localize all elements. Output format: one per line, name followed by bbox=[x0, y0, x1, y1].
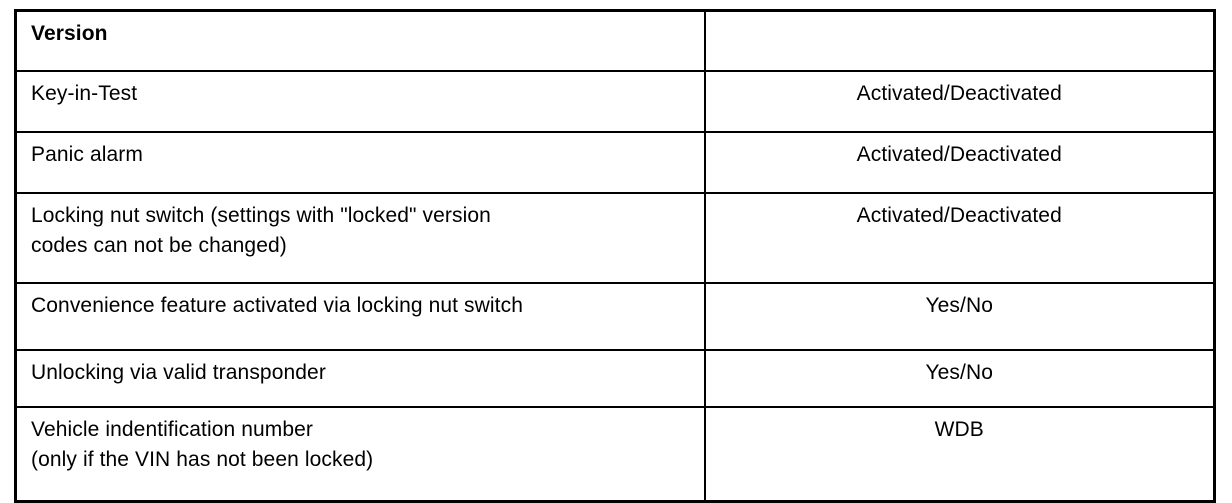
table-row: Locking nut switch (settings with "locke… bbox=[14, 192, 1216, 284]
value-cell bbox=[703, 9, 1216, 72]
feature-label: Convenience feature activated via lockin… bbox=[31, 294, 523, 317]
version-specification-table: Version Key-in-Test Activated/Deactivate… bbox=[14, 9, 1216, 503]
value-cell: Yes/No bbox=[703, 282, 1216, 351]
feature-cell: Unlocking via valid transponder bbox=[14, 349, 706, 408]
value-label: Yes/No bbox=[925, 294, 994, 317]
value-cell: WDB bbox=[703, 406, 1216, 503]
table-row: Vehicle indentification number (only if … bbox=[14, 406, 1216, 503]
table-row: Convenience feature activated via lockin… bbox=[14, 282, 1216, 351]
column-header-value bbox=[706, 12, 1214, 26]
feature-label: Panic alarm bbox=[31, 143, 143, 166]
feature-label: Unlocking via valid transponder bbox=[31, 361, 326, 384]
value-cell: Yes/No bbox=[703, 349, 1216, 408]
value-label: Activated/Deactivated bbox=[856, 143, 1062, 166]
value-cell: Activated/Deactivated bbox=[703, 70, 1216, 133]
feature-label: Key-in-Test bbox=[31, 82, 138, 105]
value-label: WDB bbox=[934, 418, 984, 441]
value-cell: Activated/Deactivated bbox=[703, 131, 1216, 194]
feature-label: Locking nut switch (settings with "locke… bbox=[31, 204, 491, 257]
feature-cell: Version bbox=[14, 9, 706, 72]
column-header-version: Version bbox=[31, 22, 108, 45]
table-row: Key-in-Test Activated/Deactivated bbox=[14, 70, 1216, 133]
feature-cell: Locking nut switch (settings with "locke… bbox=[14, 192, 706, 284]
value-cell: Activated/Deactivated bbox=[703, 192, 1216, 284]
feature-cell: Panic alarm bbox=[14, 131, 706, 194]
table-row-header: Version bbox=[14, 9, 1216, 72]
feature-cell: Key-in-Test bbox=[14, 70, 706, 133]
value-label: Yes/No bbox=[925, 361, 994, 384]
table-body: Version Key-in-Test Activated/Deactivate… bbox=[14, 9, 1216, 503]
feature-cell: Vehicle indentification number (only if … bbox=[14, 406, 706, 503]
feature-label: Vehicle indentification number (only if … bbox=[31, 418, 374, 471]
table-row: Unlocking via valid transponder Yes/No bbox=[14, 349, 1216, 408]
value-label: Activated/Deactivated bbox=[856, 204, 1062, 227]
table-row: Panic alarm Activated/Deactivated bbox=[14, 131, 1216, 194]
feature-cell: Convenience feature activated via lockin… bbox=[14, 282, 706, 351]
value-label: Activated/Deactivated bbox=[856, 82, 1062, 105]
